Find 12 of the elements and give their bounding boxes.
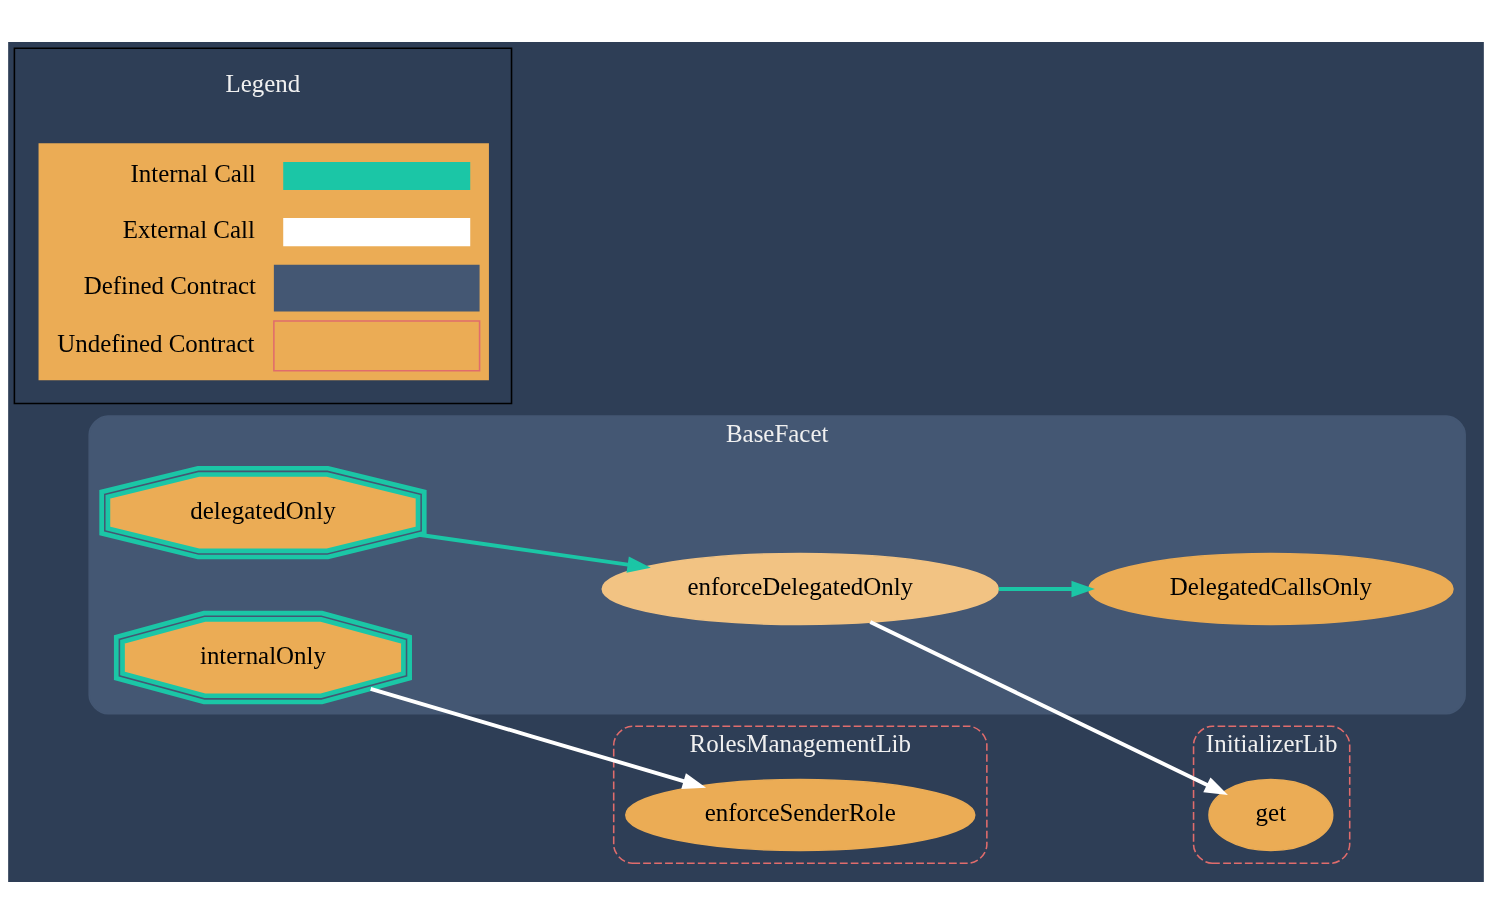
arrow: [418, 532, 651, 573]
node-ellipse: DelegatedCallsOnly: [1087, 552, 1454, 625]
arrow: [869, 619, 1228, 795]
legend-label: Undefined Contract: [57, 329, 255, 357]
arrow: [370, 686, 707, 789]
label: Legend: [225, 69, 301, 97]
arrow: [998, 580, 1095, 597]
legend-label: Internal Call: [130, 159, 256, 187]
node-ellipse: get: [1208, 778, 1334, 851]
legend-label: Defined Contract: [83, 271, 257, 299]
legend-label: External Call: [122, 215, 255, 243]
node-ellipse: enforceSenderRole: [625, 778, 976, 851]
